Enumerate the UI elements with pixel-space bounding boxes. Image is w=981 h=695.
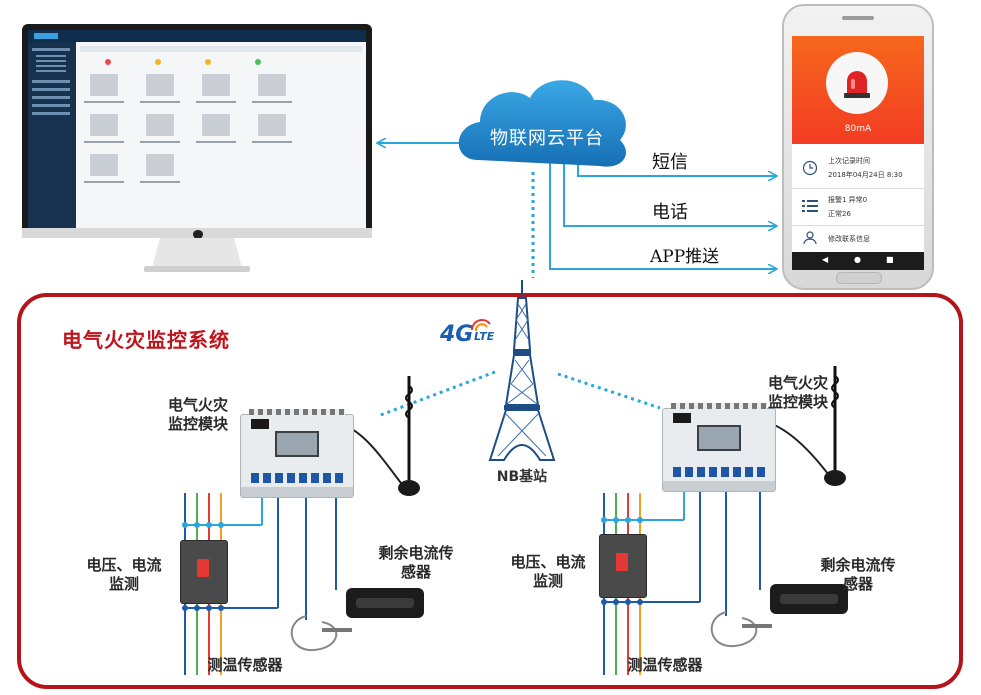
left-temp-probe <box>290 615 352 652</box>
channel-app-label: APP推送 <box>650 247 720 267</box>
row3-title: 修改联系信息 <box>828 235 870 243</box>
left-voltage-label: 电压、电流 监测 <box>86 556 162 593</box>
station-label: NB基站 <box>496 469 548 485</box>
right-breaker <box>599 534 647 598</box>
cloud-shape <box>458 80 627 167</box>
badge-lte: LTE <box>474 330 495 343</box>
row2-title: 报警1 异常0 <box>828 196 868 204</box>
right-residual-sensor <box>770 584 848 614</box>
phone-home-button[interactable] <box>836 272 882 284</box>
right-module <box>662 403 776 492</box>
phone-screen: 80mA 上次记录时间 2018年04月24日 8:30 报警1 异常0 正常2… <box>792 36 924 270</box>
right-temp-label: 测温传感器 <box>627 656 703 674</box>
left-residual-sensor <box>346 588 424 618</box>
lte-badge: 4G LTE <box>440 318 514 352</box>
right-residual-label: 剩余电流传 感器 <box>820 556 896 593</box>
nav-back-icon[interactable]: ◀ <box>822 255 829 264</box>
left-module <box>240 409 354 498</box>
phone-row-last-record[interactable]: 上次记录时间 2018年04月24日 8:30 <box>792 148 924 189</box>
left-module-label: 电气火灾 监控模块 <box>167 396 228 433</box>
list-icon <box>802 200 818 212</box>
cloud-label: 物联网云平台 <box>490 128 604 149</box>
signal-icon <box>471 319 491 332</box>
user-icon <box>803 231 817 245</box>
phone-alarm-header: 80mA <box>792 36 924 144</box>
arrow-call <box>563 158 776 226</box>
left-temp-label: 测温传感器 <box>207 656 283 674</box>
row1-value: 2018年04月24日 8:30 <box>828 171 903 179</box>
left-antenna-icon <box>398 376 420 496</box>
alarm-circle <box>826 52 888 114</box>
alarm-siren-icon <box>844 71 870 98</box>
nav-recent-icon[interactable]: ■ <box>886 255 894 264</box>
phone-row-contact[interactable]: 修改联系信息 <box>792 226 924 252</box>
left-residual-label: 剩余电流传 感器 <box>378 544 454 581</box>
smartphone: 80mA 上次记录时间 2018年04月24日 8:30 报警1 异常0 正常2… <box>782 4 934 290</box>
clock-icon <box>802 160 818 176</box>
phone-nav-bar: ◀ ● ■ <box>792 252 924 270</box>
channel-call-label: 电话 <box>652 202 688 223</box>
phone-row-status[interactable]: 报警1 异常0 正常26 <box>792 189 924 226</box>
row1-title: 上次记录时间 <box>828 157 870 165</box>
right-antenna-icon <box>824 366 846 486</box>
system-frame <box>17 293 963 689</box>
phone-earpiece <box>842 16 874 20</box>
right-module-label: 电气火灾 监控模块 <box>767 374 828 411</box>
system-title: 电气火灾监控系统 <box>62 328 230 352</box>
badge-4g: 4G <box>440 322 474 347</box>
channel-sms-label: 短信 <box>652 152 688 173</box>
right-voltage-label: 电压、电流 监测 <box>510 553 586 590</box>
arrow-app <box>549 158 776 269</box>
desktop-monitor <box>20 22 374 274</box>
row2-value: 正常26 <box>828 210 851 218</box>
right-temp-probe <box>710 611 772 648</box>
alarm-value: 80mA <box>844 124 872 134</box>
tower-icon <box>488 280 556 461</box>
nav-home-icon[interactable]: ● <box>854 255 861 264</box>
left-breaker <box>180 540 228 604</box>
